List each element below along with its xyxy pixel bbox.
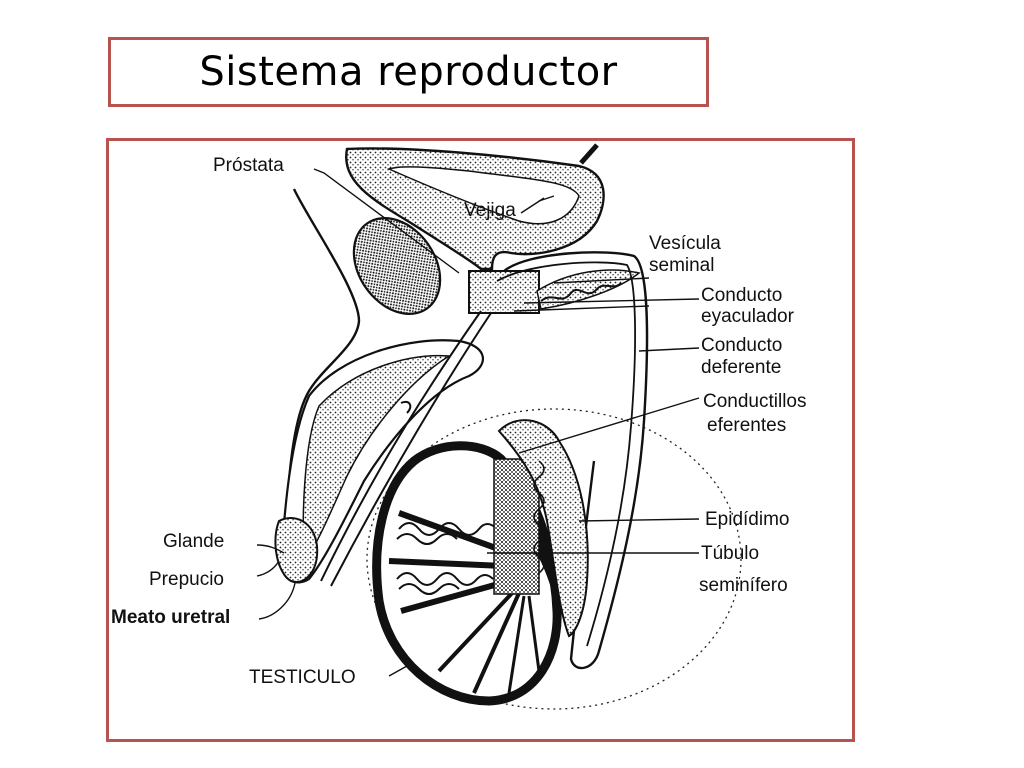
- epididymis-shape: [497, 419, 589, 638]
- reproductive-system-diagram: Próstata Vejiga Vesícula seminal Conduct…: [111, 143, 807, 710]
- body-outline: [285, 188, 361, 512]
- bladder-shape: [345, 143, 605, 271]
- label-conducto-eyaculador-2: eyaculador: [701, 306, 795, 327]
- diagram-frame: Próstata Vejiga Vesícula seminal Conduct…: [106, 138, 855, 742]
- scrotum-outline: [366, 408, 742, 710]
- label-glande: Glande: [163, 531, 224, 552]
- label-vesicula-1: Vesícula: [649, 233, 721, 254]
- label-conductillos-1: Conductillos: [703, 391, 807, 412]
- leader-lines: [256, 168, 700, 677]
- label-conductillos-2: eferentes: [707, 415, 786, 436]
- testis-shape: [372, 441, 562, 706]
- penis-shape: [274, 310, 492, 587]
- slide-title-box: Sistema reproductor: [108, 37, 709, 107]
- label-conducto-deferente-1: Conducto: [701, 335, 782, 356]
- prostate-shape: [468, 269, 641, 314]
- label-conducto-deferente-2: deferente: [701, 357, 781, 378]
- pubic-bone-shape: [352, 217, 442, 315]
- label-vesicula-2: seminal: [649, 255, 714, 276]
- label-testiculo: TESTICULO: [249, 667, 356, 688]
- label-meato-uretral: Meato uretral: [111, 607, 230, 628]
- label-prepucio: Prepucio: [149, 569, 224, 590]
- label-epididimo: Epidídimo: [705, 509, 790, 530]
- label-conducto-eyaculador-1: Conducto: [701, 285, 782, 306]
- label-tubulo-2: seminífero: [699, 575, 788, 596]
- label-prostata: Próstata: [213, 155, 284, 176]
- slide-title: Sistema reproductor: [199, 49, 618, 95]
- label-vejiga: Vejiga: [464, 200, 516, 221]
- label-tubulo-1: Túbulo: [701, 543, 759, 564]
